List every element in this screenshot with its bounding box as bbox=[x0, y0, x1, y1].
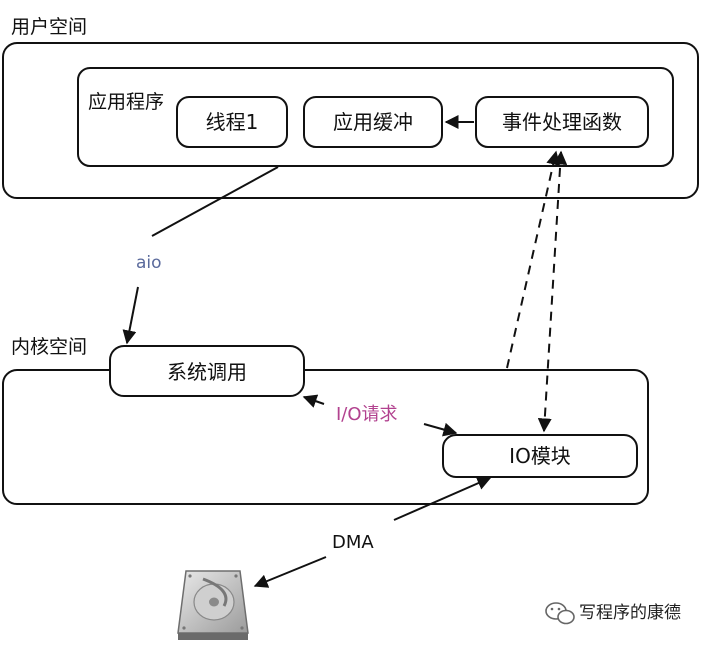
kernel-space-label: 内核空间 bbox=[11, 336, 87, 358]
syscall-label: 系统调用 bbox=[167, 360, 247, 384]
application-label: 应用程序 bbox=[88, 91, 164, 113]
dma-arrow-to-disk bbox=[253, 556, 327, 588]
io-module-label: IO模块 bbox=[509, 444, 571, 468]
io-request-arrow-to-io-module bbox=[423, 422, 458, 437]
syscall-node bbox=[109, 345, 305, 397]
event-handler-node bbox=[475, 96, 649, 148]
aio-label: aio bbox=[136, 253, 162, 273]
dashed-arrow-handler-io-module bbox=[537, 150, 568, 433]
thread-label: 线程1 bbox=[206, 110, 259, 134]
event-handler-label: 事件处理函数 bbox=[502, 110, 622, 134]
thread-node bbox=[176, 96, 288, 148]
app-buffer-label: 应用缓冲 bbox=[333, 110, 413, 134]
io-request-arrow-to-syscall bbox=[302, 394, 325, 408]
io-module-node bbox=[442, 434, 638, 478]
dma-arrow-to-io-module bbox=[393, 476, 492, 521]
hard-disk-icon bbox=[177, 570, 249, 640]
app-buffer-node bbox=[303, 96, 443, 148]
dma-label: DMA bbox=[332, 532, 374, 553]
user-space-label: 用户空间 bbox=[11, 16, 87, 38]
aio-arrow-lower bbox=[122, 286, 139, 345]
aio-line-upper bbox=[151, 166, 279, 237]
wechat-icon bbox=[545, 602, 575, 625]
io-request-label: I/O请求 bbox=[336, 404, 398, 425]
watermark-text: 写程序的康德 bbox=[579, 603, 681, 623]
